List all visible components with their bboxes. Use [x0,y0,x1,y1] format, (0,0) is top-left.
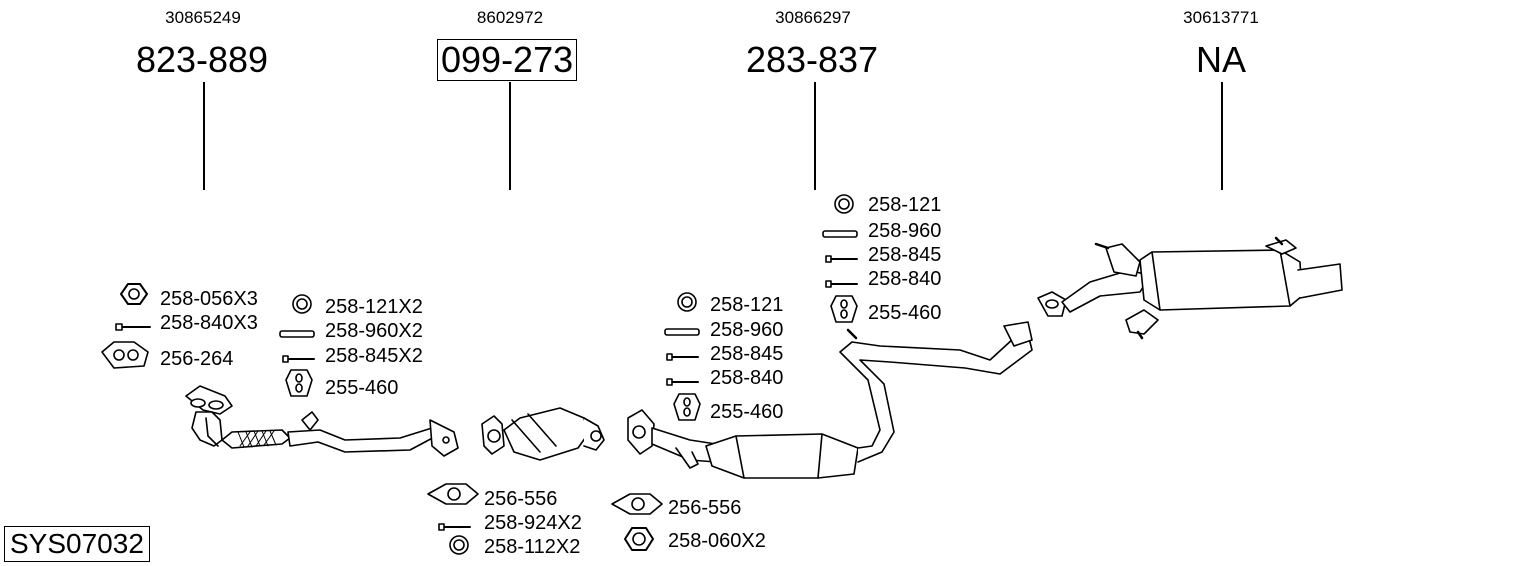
sleeve-icon [664,328,700,336]
bolt-icon [282,355,315,363]
sleeve-icon [279,330,315,338]
bolt-icon [825,255,858,263]
gasket-icon [427,483,479,505]
oem-number-3: 30866297 [775,8,851,27]
hardware-label[interactable]: 258-845 [868,244,942,266]
part-number-2[interactable]: 099-273 [437,39,578,81]
leader-line-3 [814,82,816,190]
part-number-4[interactable]: NA [1195,39,1246,80]
leader-line-2 [509,82,511,190]
hardware-label[interactable]: 258-056X3 [160,288,258,310]
hardware-label[interactable]: 255-460 [710,401,784,423]
hardware-label[interactable]: 258-960 [868,220,942,242]
bolt-icon [666,353,699,361]
sleeve-icon [822,230,858,238]
hardware-label[interactable]: 258-840 [710,367,784,389]
gasket-icon [611,493,663,515]
nut-icon [624,527,654,551]
hardware-label[interactable]: 258-121 [868,194,942,216]
hardware-label[interactable]: 258-840X3 [160,312,258,334]
hardware-label[interactable]: 255-460 [868,302,942,324]
hardware-label[interactable]: 258-845X2 [325,345,423,367]
hanger-icon [830,295,858,323]
ring-icon [677,292,697,312]
oem-number-2: 8602972 [476,8,544,27]
bolt-icon [438,523,471,531]
oem-number-1: 30865249 [165,8,241,27]
hardware-label[interactable]: 258-960 [710,319,784,341]
hardware-label[interactable]: 258-845 [710,343,784,365]
bolt-icon [825,280,858,288]
hardware-label[interactable]: 258-060X2 [668,530,766,552]
hardware-label[interactable]: 258-840 [868,268,942,290]
nut-icon [120,283,148,305]
hardware-label[interactable]: 258-121 [710,294,784,316]
leader-line-1 [203,82,205,190]
hardware-label[interactable]: 258-960X2 [325,320,423,342]
part-number-3[interactable]: 283-837 [745,39,879,80]
hardware-label[interactable]: 256-556 [484,488,558,510]
hardware-label[interactable]: 256-264 [160,348,234,370]
hardware-label[interactable]: 258-112X2 [484,536,581,558]
hardware-label[interactable]: 258-924X2 [484,512,582,534]
front-pipe[interactable] [185,385,459,457]
ring-icon [834,194,854,214]
ring-icon [449,535,469,555]
ring-icon [292,294,312,314]
oem-number-4: 30613771 [1183,8,1259,27]
hardware-label[interactable]: 256-556 [668,497,742,519]
system-code: SYS07032 [4,526,150,562]
hardware-label[interactable]: 258-121X2 [325,296,423,318]
gasket-icon [101,341,149,369]
middle-silencer[interactable] [627,321,1033,479]
hanger-icon [673,393,701,421]
hanger-icon [285,369,313,397]
bolt-icon [115,323,151,331]
hardware-label[interactable]: 255-460 [325,377,399,399]
rear-silencer[interactable] [1037,236,1343,340]
bolt-icon [666,378,699,386]
part-number-1[interactable]: 823-889 [135,39,269,80]
leader-line-4 [1221,82,1223,190]
catalytic-converter[interactable] [481,407,605,461]
